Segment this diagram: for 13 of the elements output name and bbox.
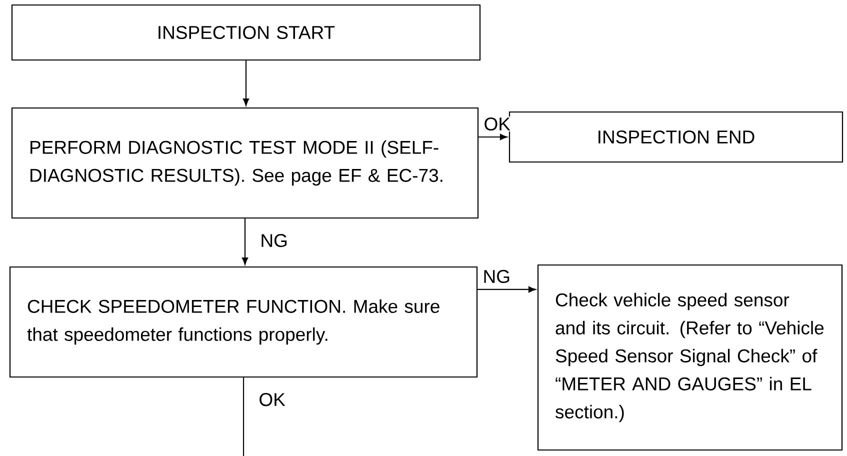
arrow [478,134,508,140]
process-box: INSPECTION START [11,4,481,61]
edge-label: OK [482,116,512,132]
process-box: Check vehicle speed sensor and its circuit. (Refer to “Vehicle Speed Sensor Signal Check” of “METER AND GAUGES” in EL section.) [537,264,843,451]
arrow [242,60,250,106]
edge-label: NG [259,233,289,248]
arrow [478,286,536,293]
process-box: CHECK SPEEDOMETER FUNCTION. Make sure that speedometer functions properly. [9,266,478,378]
edge-label: NG [482,268,512,284]
edge-label: OK [258,392,286,408]
process-box: PERFORM DIAGNOSTIC TEST MODE II (SELF-DIAGNOSTIC RESULTS). See page EF & EC-73. [11,107,479,219]
process-box: INSPECTION END [508,111,844,163]
arrow [242,218,248,265]
